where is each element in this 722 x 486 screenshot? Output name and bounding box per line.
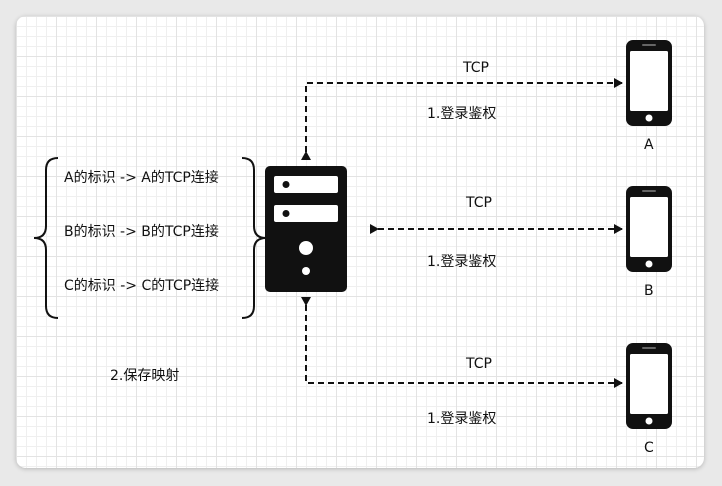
tcp-label-c: TCP (465, 356, 492, 372)
device-label-a: A (644, 137, 654, 153)
connection-line-a (301, 78, 623, 160)
diagram-svg: TCP 1.登录鉴权 TCP 1.登录鉴权 TCP 1.登录鉴权 A B C (33, 40, 672, 456)
phone-icon-c (626, 343, 672, 429)
left-brace (33, 157, 59, 319)
auth-label-c: 1.登录鉴权 (427, 411, 496, 427)
right-brace (241, 157, 267, 319)
tcp-label-b: TCP (465, 195, 492, 211)
auth-label-b: 1.登录鉴权 (427, 254, 496, 270)
phone-icon-b (626, 186, 672, 272)
mapping-line-a: A的标识 -> A的TCP连接 (64, 169, 219, 186)
mapping-line-b: B的标识 -> B的TCP连接 (64, 223, 219, 240)
connection-line-c (301, 297, 623, 388)
diagram-canvas: TCP 1.登录鉴权 TCP 1.登录鉴权 TCP 1.登录鉴权 A B C (16, 16, 704, 468)
device-label-c: C (644, 440, 654, 456)
tcp-label-a: TCP (462, 60, 489, 76)
phone-icon-a (626, 40, 672, 126)
device-label-b: B (644, 283, 654, 299)
save-mapping-label: 2.保存映射 (110, 368, 179, 384)
mapping-line-c: C的标识 -> C的TCP连接 (64, 277, 219, 294)
server-icon (265, 166, 347, 292)
auth-label-a: 1.登录鉴权 (427, 106, 496, 122)
